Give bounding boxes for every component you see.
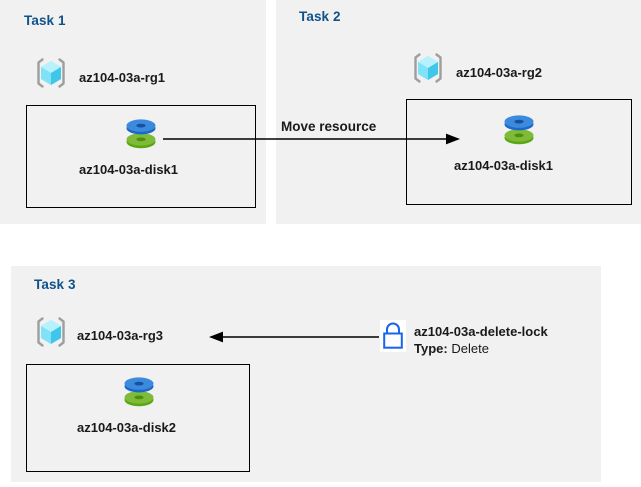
- panel-title-task-3: Task 3: [34, 277, 76, 292]
- lock-type-value: Delete: [451, 341, 489, 356]
- resource-group-boundary-task-2: [406, 99, 632, 205]
- panel-title-task-2: Task 2: [299, 9, 341, 24]
- lock-type-label: Type: Delete: [414, 341, 489, 356]
- lock-type-key: Type:: [414, 341, 448, 356]
- managed-disk-icon: [502, 112, 536, 148]
- panel-task-1: Task 1 az104-03a-rg1: [0, 0, 266, 224]
- connector-move-resource: [163, 128, 463, 150]
- resource-group-icon: [410, 50, 446, 86]
- resource-label-task-2: az104-03a-disk1: [454, 158, 554, 173]
- resource-label-task-3: az104-03a-disk2: [77, 420, 177, 435]
- panel-task-3: Task 3 az104-03a-rg3: [11, 266, 601, 482]
- managed-disk-icon: [124, 116, 158, 152]
- resource-group-label-task-3: az104-03a-rg3: [77, 328, 163, 343]
- managed-disk-icon: [122, 374, 156, 410]
- resource-group-icon: [33, 55, 69, 91]
- panel-title-task-1: Task 1: [24, 13, 66, 28]
- resource-group-boundary-task-3: [26, 364, 250, 472]
- resource-group-boundary-task-1: [26, 105, 256, 208]
- lock-icon: [380, 320, 406, 352]
- connector-delete-lock: [209, 326, 379, 348]
- resource-group-icon: [33, 314, 69, 350]
- resource-label-task-1: az104-03a-disk1: [79, 162, 179, 177]
- panel-task-2: Task 2 az104-03a-rg2: [276, 0, 641, 224]
- resource-group-label-task-2: az104-03a-rg2: [456, 65, 542, 80]
- resource-group-label-task-1: az104-03a-rg1: [79, 70, 165, 85]
- lock-name-label: az104-03a-delete-lock: [414, 324, 548, 339]
- connector-label-move-resource: Move resource: [281, 119, 377, 134]
